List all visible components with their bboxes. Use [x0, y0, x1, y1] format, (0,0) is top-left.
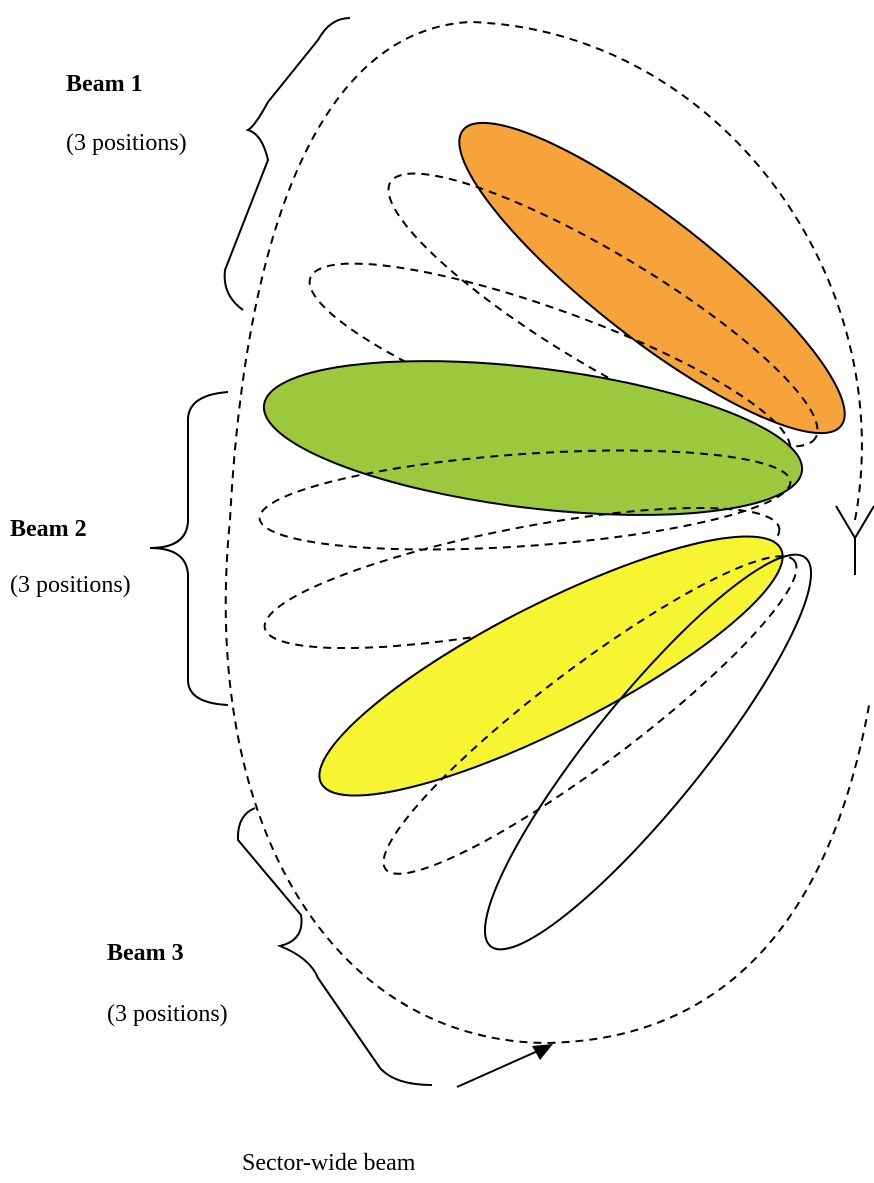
beam1-brace — [223, 17, 351, 311]
antenna-icon — [835, 505, 874, 575]
beam1-positions-label: (3 positions) — [66, 130, 187, 156]
arrow-icon — [456, 1044, 553, 1088]
beam3-positions-label: (3 positions) — [107, 1001, 228, 1027]
beam2-position-dashed-2 — [263, 506, 781, 650]
beam2-position-active — [262, 360, 804, 516]
beam2-positions-label: (3 positions) — [10, 572, 131, 598]
beam2-position-dashed-1 — [258, 449, 792, 551]
beam1-title: Beam 1 — [66, 71, 143, 97]
beam3-title: Beam 3 — [107, 940, 184, 966]
beam1-position-active — [458, 121, 846, 435]
beam1-position-dashed-1 — [387, 172, 819, 448]
sector-wide-beam — [224, 20, 871, 1045]
beam2-title: Beam 2 — [10, 516, 87, 542]
beam3-brace — [236, 807, 433, 1086]
beam3-position-active — [318, 535, 784, 797]
beam3-position-dashed — [382, 555, 798, 875]
beam3-position-outline — [483, 553, 813, 951]
sector-wide-beam-caption: Sector-wide beam — [242, 1150, 416, 1176]
beam2-brace — [149, 391, 229, 706]
